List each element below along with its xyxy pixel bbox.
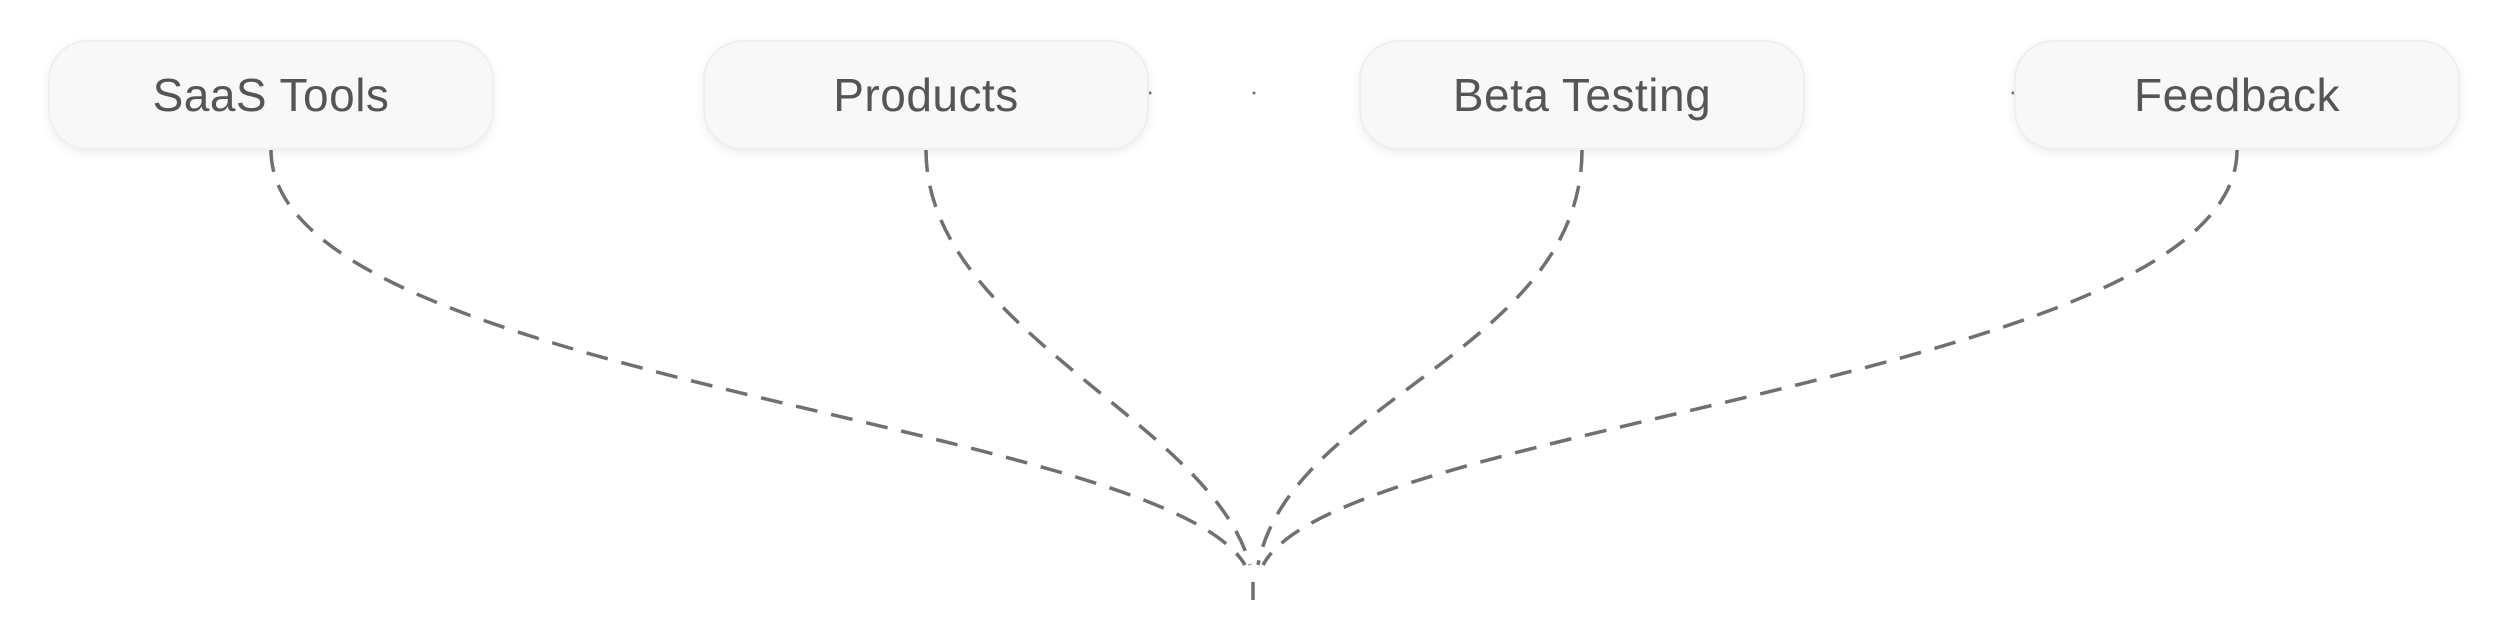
- connector-products: [924, 149, 1252, 566]
- stray-dot-3: [2011, 91, 2015, 95]
- stray-dot-1: [1148, 91, 1152, 95]
- node-beta-testing[interactable]: Beta Testing: [1359, 40, 1805, 150]
- node-saas-tools[interactable]: SaaS Tools: [48, 40, 494, 150]
- connector-feedback: [1261, 149, 2239, 566]
- node-feedback[interactable]: Feedback: [2014, 40, 2460, 150]
- stray-dot-2: [1252, 91, 1256, 95]
- node-label: Beta Testing: [1452, 69, 1712, 121]
- connector-beta-testing: [1256, 149, 1584, 566]
- node-label: Products: [833, 69, 1019, 121]
- node-label: SaaS Tools: [152, 69, 390, 121]
- node-label: Feedback: [2133, 69, 2340, 121]
- connector-saas-tools: [269, 149, 1247, 566]
- node-products[interactable]: Products: [703, 40, 1149, 150]
